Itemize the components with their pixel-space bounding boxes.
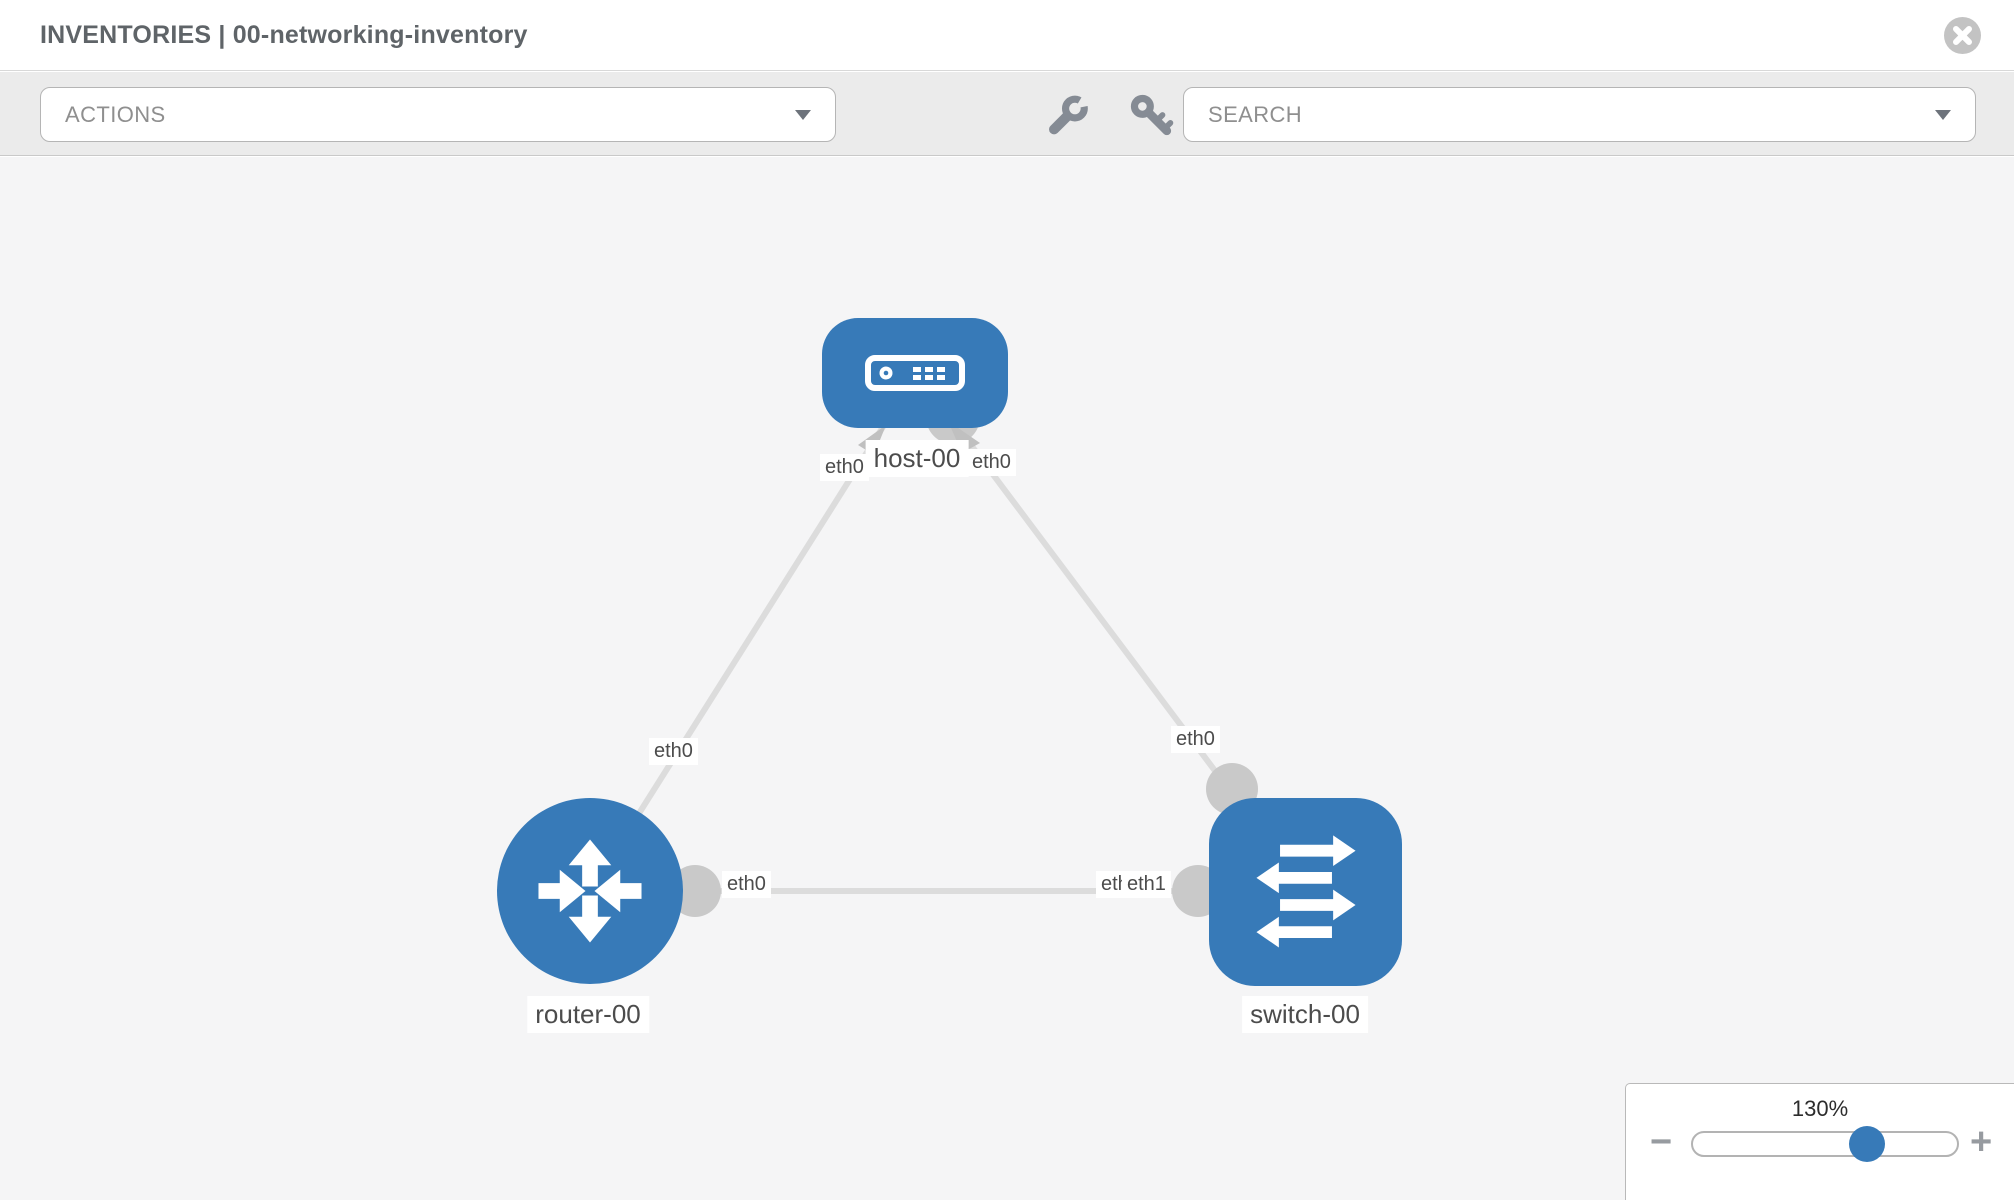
actions-dropdown-label: ACTIONS — [65, 101, 166, 127]
arrowhead-host-switch — [948, 421, 980, 453]
search-placeholder: SEARCH — [1208, 101, 1303, 127]
iface-label-router-link: eth0 — [649, 738, 698, 765]
zoom-panel: 130% − + — [1625, 1083, 2014, 1200]
key-icon[interactable] — [1128, 92, 1174, 138]
node-router-00[interactable] — [497, 798, 683, 984]
host-icon — [865, 355, 965, 391]
header-bar: INVENTORIES | 00-networking-inventory — [0, 0, 2014, 71]
node-switch-00[interactable] — [1209, 798, 1402, 986]
chevron-down-icon — [1935, 109, 1951, 120]
toolbar-icons — [1044, 92, 1174, 138]
node-host-00[interactable] — [822, 318, 1008, 428]
actions-dropdown[interactable]: ACTIONS — [40, 87, 836, 142]
zoom-slider-handle[interactable] — [1849, 1126, 1885, 1162]
switch-icon — [1255, 835, 1356, 948]
iface-label-switch-link: eth0 — [1171, 726, 1220, 753]
chevron-down-icon — [795, 109, 811, 120]
iface-label-router-port: eth0 — [722, 871, 771, 898]
topology-canvas[interactable]: host-00 router-00 switch-00 eth0 eth0 et… — [0, 157, 2014, 1200]
toolbar: ACTIONS SEARCH — [0, 72, 2014, 156]
zoom-slider-track[interactable] — [1691, 1126, 1959, 1162]
zoom-level: 130% — [1791, 1096, 1849, 1121]
iface-label-switch-eth1: eth1 — [1122, 871, 1171, 898]
zoom-out-button[interactable]: − — [1650, 1121, 1673, 1163]
node-label-router: router-00 — [527, 996, 649, 1033]
page-title: INVENTORIES | 00-networking-inventory — [40, 21, 528, 49]
search-dropdown[interactable]: SEARCH — [1183, 87, 1976, 142]
node-label-switch: switch-00 — [1242, 996, 1368, 1033]
iface-label-host-right: eth0 — [967, 449, 1016, 476]
zoom-in-button[interactable]: + — [1970, 1121, 1993, 1163]
wrench-icon[interactable] — [1044, 92, 1090, 138]
close-button[interactable] — [1944, 17, 1981, 54]
iface-label-host-left: eth0 — [820, 454, 869, 481]
topology-links-layer — [587, 371, 1308, 917]
router-icon — [538, 839, 642, 943]
close-icon — [1953, 26, 1972, 45]
node-label-host: host-00 — [865, 440, 969, 477]
